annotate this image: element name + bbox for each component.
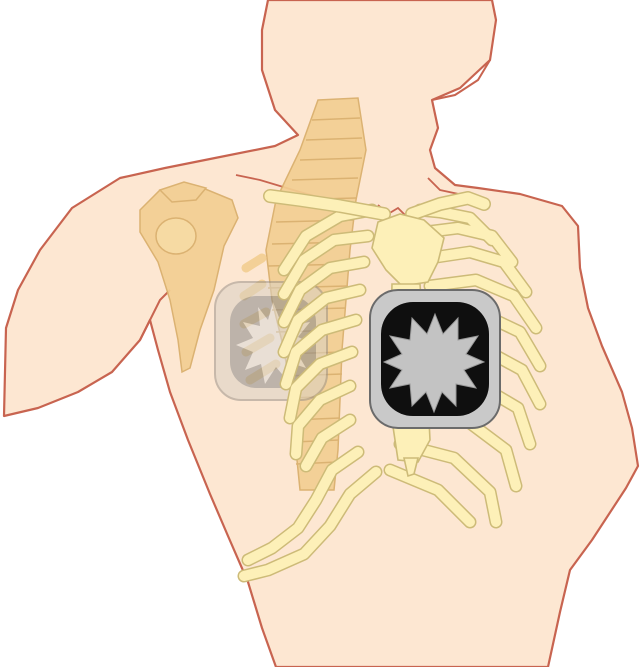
scapula-head xyxy=(156,218,196,254)
front-pad xyxy=(370,290,500,428)
